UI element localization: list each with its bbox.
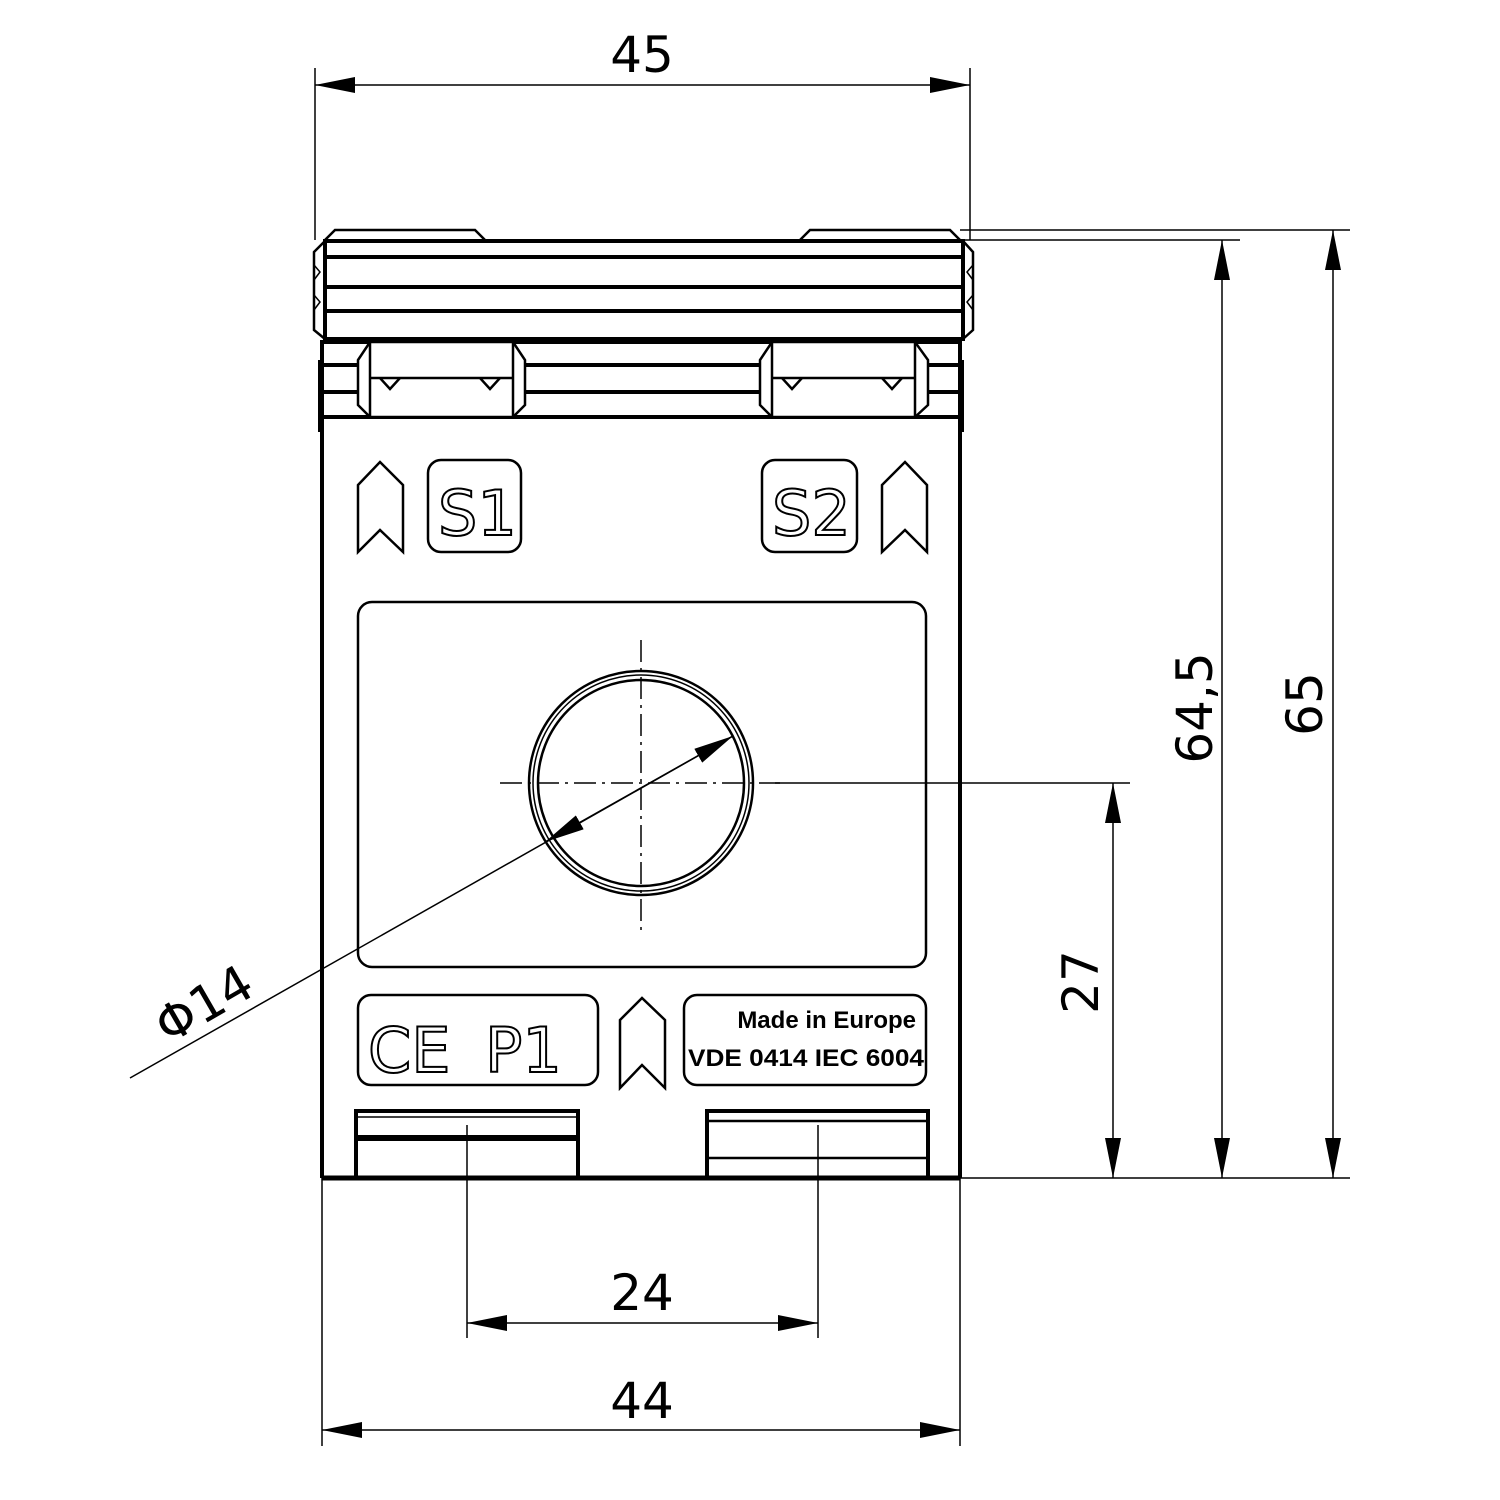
ce-p1-box: CE P1 xyxy=(356,993,600,1088)
s2-label: S2 xyxy=(772,477,851,550)
s2-label-box: S2 xyxy=(760,458,859,554)
dim-45-label: 45 xyxy=(610,26,674,84)
dimension-44: 44 xyxy=(321,1178,961,1446)
dim-44-label: 44 xyxy=(610,1372,674,1430)
screw-terminal-row xyxy=(318,340,964,432)
ce-mark: CE xyxy=(368,1014,450,1087)
dimension-64-5: 64,5 xyxy=(1166,240,1230,1178)
dimension-65: 65 xyxy=(1276,230,1341,1178)
screw-housing-s1 xyxy=(356,340,527,419)
direction-arrow-left-icon xyxy=(356,460,405,556)
primary-window xyxy=(356,600,928,969)
dimension-27: 27 xyxy=(1052,783,1121,1178)
p1-label: P1 xyxy=(485,1014,562,1087)
dimension-24: 24 xyxy=(466,1125,819,1338)
dim-65-label: 65 xyxy=(1276,672,1334,736)
standard-text: VDE 0414 IEC 6004 xyxy=(688,1045,925,1072)
diameter-label: Φ14 xyxy=(145,954,263,1056)
direction-arrow-center-icon xyxy=(618,996,667,1092)
s1-label-box: S1 xyxy=(426,458,523,554)
direction-arrow-right-icon xyxy=(880,460,929,556)
screw-housing-s2 xyxy=(758,340,930,419)
dim-24-label: 24 xyxy=(610,1264,674,1322)
s1-label: S1 xyxy=(438,477,517,550)
dim-64-5-label: 64,5 xyxy=(1166,652,1224,763)
origin-box: Made in Europe VDE 0414 IEC 6004 xyxy=(682,993,928,1087)
made-in-europe-text: Made in Europe xyxy=(737,1007,916,1034)
dim-27-label: 27 xyxy=(1052,950,1110,1014)
top-terminal-block xyxy=(312,228,975,341)
dimension-45: 45 xyxy=(314,26,971,240)
